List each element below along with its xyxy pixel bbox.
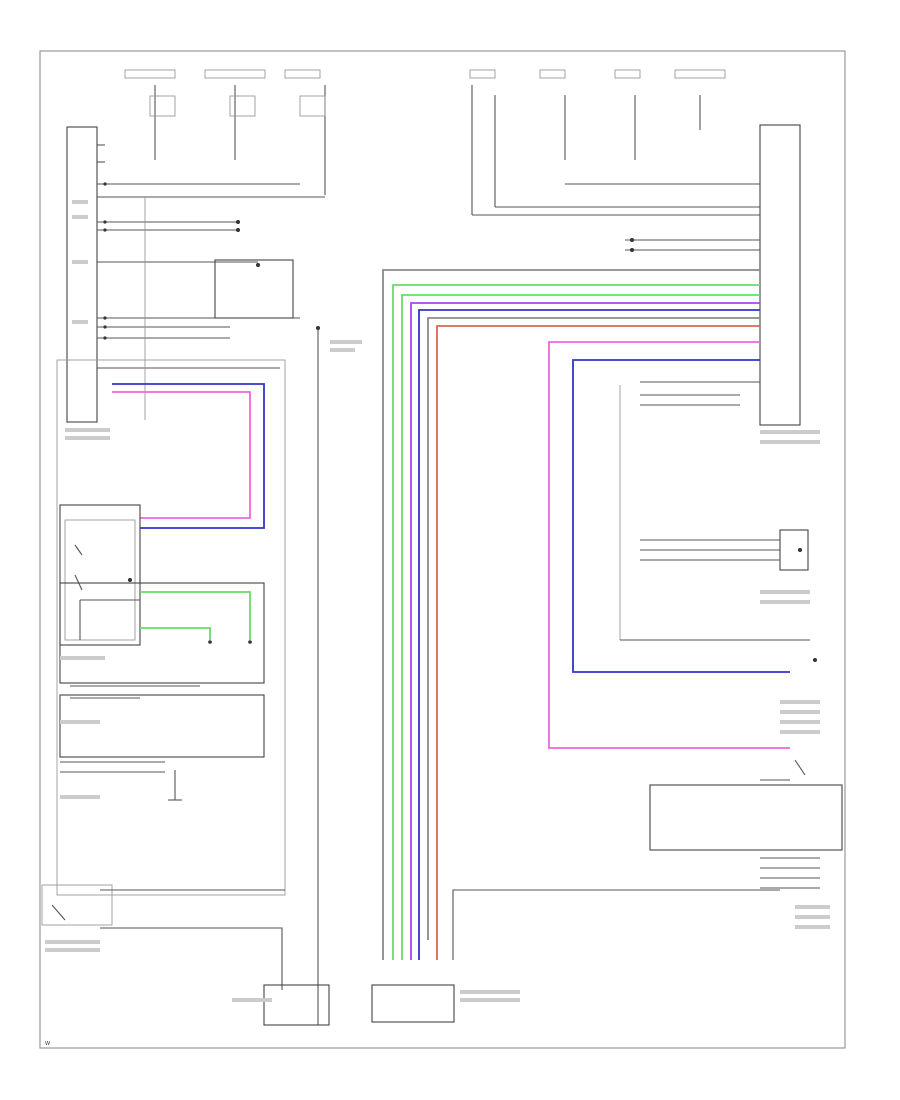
center-harness (382, 269, 780, 960)
wire-pink-left (112, 391, 251, 519)
bottom-center-connector (371, 984, 455, 1023)
bottom-left-switch (41, 884, 285, 990)
wire-green-left-1 (140, 591, 251, 640)
left-fuse-feeds (124, 69, 326, 195)
ground-symbol-1 (316, 326, 320, 1025)
wire-green-left-2 (140, 627, 211, 640)
left-relay-box (214, 259, 294, 319)
left-connector-pins (97, 144, 325, 420)
wire-pink-right (548, 341, 790, 749)
right-fuse-feeds (469, 69, 760, 216)
illegible-labels (45, 200, 830, 1002)
wire-violet-left (112, 383, 265, 529)
right-connector-pins (619, 238, 760, 640)
right-mid-component (640, 529, 809, 571)
footer-code: W (45, 1041, 50, 1047)
switch-module (59, 504, 141, 646)
left-center-frame (56, 359, 286, 896)
right-main-connector (759, 124, 801, 426)
wire-blue-right (572, 359, 790, 673)
lower-left-module (59, 694, 265, 758)
sub-unit-box (59, 582, 265, 684)
right-switch (760, 759, 806, 781)
diagram-frame (39, 50, 846, 1049)
bottom-small-box (263, 984, 330, 1026)
right-lower-module (649, 784, 843, 851)
right-lower-pins (760, 857, 820, 889)
left-main-connector (66, 126, 98, 423)
